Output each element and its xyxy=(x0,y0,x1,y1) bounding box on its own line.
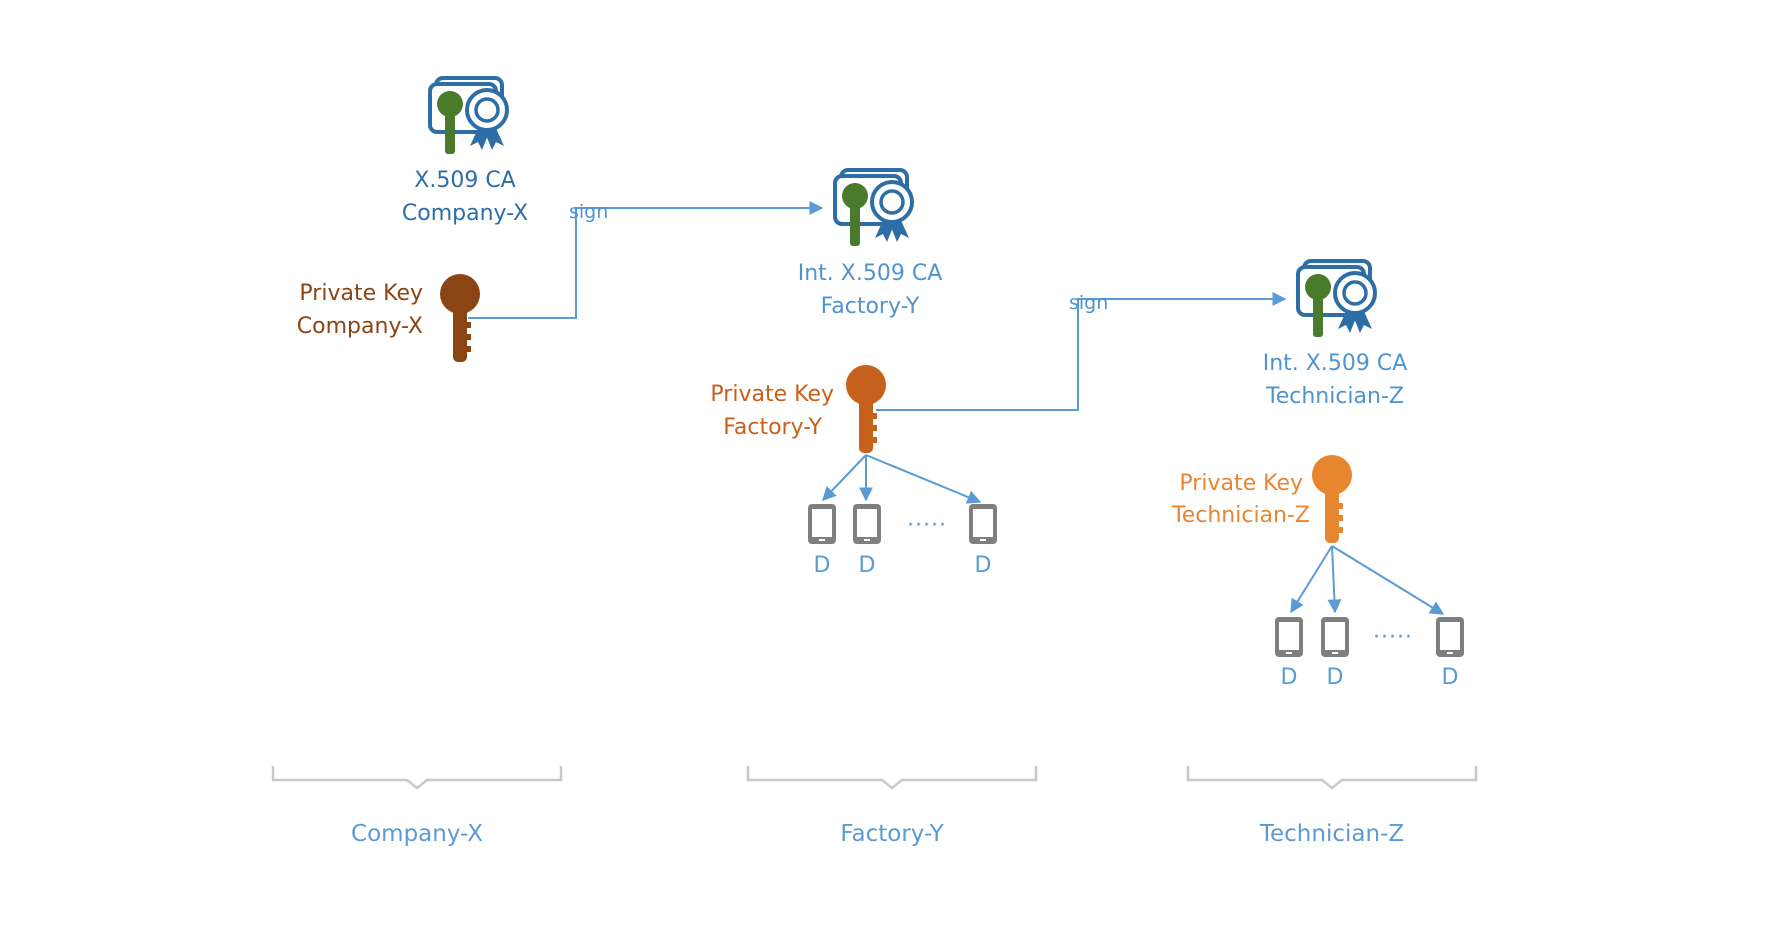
bracket-technician xyxy=(1186,766,1478,790)
device-arrow xyxy=(1290,545,1333,614)
bracket-factory xyxy=(746,766,1038,790)
device-icon xyxy=(1321,617,1349,657)
key-icon xyxy=(440,274,480,362)
device-label: D xyxy=(813,553,831,578)
bracket-company xyxy=(271,766,563,790)
technician-key-title: Private Key xyxy=(1179,471,1303,496)
device-arrow xyxy=(865,454,982,504)
bracket-label-factory: Factory-Y xyxy=(840,821,944,847)
device-icon xyxy=(1436,617,1464,657)
device-icon xyxy=(969,504,997,544)
device-label: D xyxy=(858,553,876,578)
technician-ca-name: Technician-Z xyxy=(1266,384,1404,409)
device-label: D xyxy=(1326,665,1344,690)
sign-connector xyxy=(876,292,1287,411)
device-label: D xyxy=(1441,665,1459,690)
device-icon xyxy=(853,504,881,544)
certificate-icon xyxy=(1296,259,1377,339)
key-icon xyxy=(846,365,886,453)
device-icon xyxy=(808,504,836,544)
device-ellipsis: ····· xyxy=(907,513,947,538)
certificate-icon xyxy=(428,76,509,156)
company-key-name: Company-X xyxy=(296,314,423,339)
bracket-label-technician: Technician-Z xyxy=(1259,821,1405,847)
technician-ca-title: Int. X.509 CA xyxy=(1262,351,1408,376)
device-label: D xyxy=(974,553,992,578)
sign-connector xyxy=(468,201,824,319)
company-ca-name: Company-X xyxy=(401,201,529,226)
factory-key-name: Factory-Y xyxy=(723,415,822,440)
device-arrow xyxy=(822,454,867,502)
sign-label: sign xyxy=(569,201,609,223)
device-arrow xyxy=(1327,545,1342,614)
technician-key-name: Technician-Z xyxy=(1172,503,1310,528)
company-key-title: Private Key xyxy=(299,281,423,306)
certificate-icon xyxy=(833,168,914,248)
factory-ca-name: Factory-Y xyxy=(820,294,920,319)
company-ca-title: X.509 CA xyxy=(414,168,516,193)
key-icon xyxy=(1312,455,1352,543)
device-icon xyxy=(1275,617,1303,657)
device-arrow xyxy=(1331,545,1445,615)
sign-label: sign xyxy=(1069,292,1109,314)
bracket-label-company: Company-X xyxy=(351,821,483,847)
device-label: D xyxy=(1280,665,1298,690)
factory-ca-title: Int. X.509 CA xyxy=(797,261,943,286)
device-ellipsis: ····· xyxy=(1373,625,1413,650)
factory-key-title: Private Key xyxy=(710,382,834,407)
